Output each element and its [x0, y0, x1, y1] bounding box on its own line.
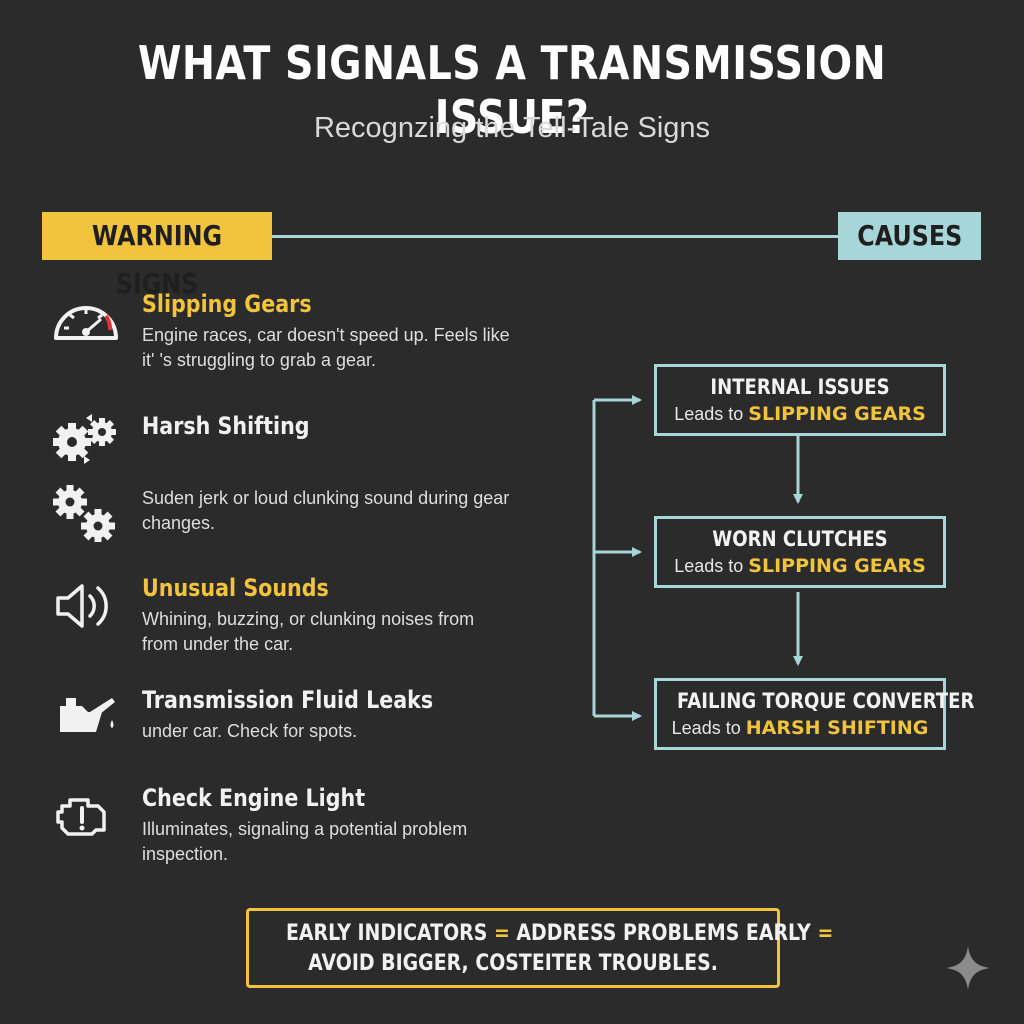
cause-failing-torque-converter: FAILING TORQUE CONVERTER Leads to HARSH …: [654, 678, 975, 750]
summary-part-2: ADDRESS PROBLEMS EARLY: [516, 921, 811, 946]
cause-lead: Leads to: [674, 404, 744, 424]
oil-can-icon: [50, 686, 122, 746]
causes-tag: CAUSES: [838, 212, 981, 260]
cause-lead: Leads to: [671, 718, 741, 738]
page-subtitle: Recognzing the Tell-Tale Signs: [313, 112, 711, 144]
cause-worn-clutches: WORN CLUTCHES Leads to SLIPPING GEARS: [654, 516, 946, 588]
cause-effect: HARSH SHIFTING: [745, 717, 929, 739]
sign-description: Illuminates, signaling a potential probl…: [142, 819, 468, 864]
cause-effect: SLIPPING GEARS: [748, 555, 926, 577]
summary-line-2: AVOID BIGGER, COSTEITER TROUBLES.: [308, 951, 718, 976]
cause-internal-issues: INTERNAL ISSUES Leads to SLIPPING GEARS: [654, 364, 946, 436]
sign-name: Unusual Sounds: [142, 574, 329, 602]
sign-description: Engine races, car doesn't speed up. Feel…: [142, 325, 510, 370]
cause-effect: SLIPPING GEARS: [748, 403, 926, 425]
cause-title: INTERNAL ISSUES: [710, 375, 890, 399]
page-title: WHAT SIGNALS A TRANSMISSION ISSUE?: [137, 36, 887, 144]
speaker-icon: [50, 574, 122, 634]
summary-box: EARLY INDICATORS = ADDRESS PROBLEMS EARL…: [246, 908, 833, 988]
cause-title: WORN CLUTCHES: [712, 527, 888, 551]
sign-name: Check Engine Light: [142, 784, 366, 812]
equals-sign: =: [817, 921, 834, 946]
sparkle-icon: [946, 946, 990, 990]
sign-name: Harsh Shifting: [142, 412, 310, 440]
cause-lead: Leads to: [674, 556, 744, 576]
sign-name: Transmission Fluid Leaks: [142, 686, 434, 714]
causes-label: CAUSES: [856, 219, 963, 252]
equals-sign: =: [493, 921, 510, 946]
header-connector-line: [272, 235, 838, 238]
gears-icon: [50, 408, 122, 468]
sign-description: Whining, buzzing, or clunking noises fro…: [142, 609, 475, 654]
sign-name: Slipping Gears: [142, 290, 312, 318]
sign-description: Suden jerk or loud clunking sound during…: [142, 488, 510, 533]
summary-line-1: EARLY INDICATORS = ADDRESS PROBLEMS EARL…: [285, 919, 833, 949]
summary-part-1: EARLY INDICATORS: [285, 921, 488, 946]
cause-title: FAILING TORQUE CONVERTER: [677, 689, 975, 713]
engine-warning-icon: [50, 784, 122, 844]
warning-signs-label: WARNING SIGNS: [91, 219, 223, 300]
gears-icon: [50, 482, 122, 543]
warning-signs-tag: WARNING SIGNS: [42, 212, 272, 300]
sign-description: under car. Check for spots.: [142, 721, 358, 741]
speedometer-icon: [50, 290, 122, 350]
